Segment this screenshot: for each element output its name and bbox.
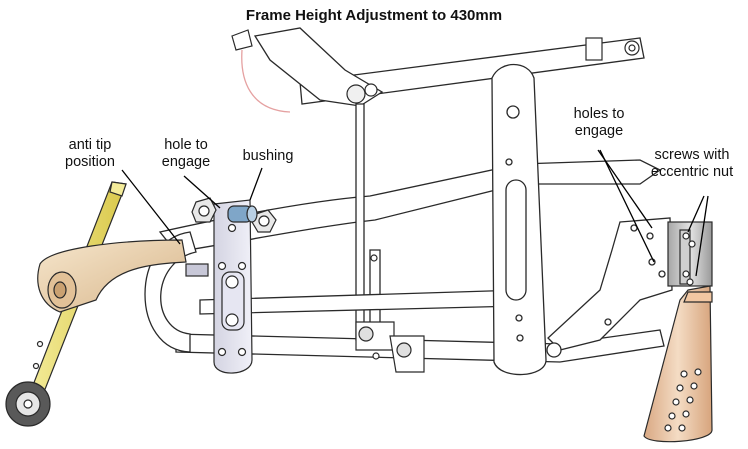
label-anti-tip: anti tip position bbox=[52, 137, 128, 171]
label-bushing: bushing bbox=[242, 148, 294, 164]
label-holes-to-engage: holes to engage bbox=[562, 106, 636, 140]
label-anti-tip-line1: anti tip bbox=[68, 137, 112, 153]
center-plate bbox=[491, 64, 547, 376]
anti-tip-assembly bbox=[5, 181, 187, 427]
label-screws-line1: screws with bbox=[654, 147, 730, 163]
label-holes-line1: holes to bbox=[573, 106, 625, 122]
label-hole-line2: engage bbox=[161, 154, 211, 170]
diagram-title: Frame Height Adjustment to 430mm bbox=[245, 7, 503, 24]
front-bracket bbox=[185, 197, 277, 374]
lower-clamp-block bbox=[355, 254, 425, 373]
label-holes-line2: engage bbox=[574, 123, 624, 139]
footplate bbox=[643, 285, 713, 443]
label-anti-tip-line2: position bbox=[65, 154, 115, 170]
label-screws-line2: eccentric nut bbox=[650, 164, 734, 180]
leader-lines bbox=[121, 149, 709, 277]
label-hole-to-engage: hole to engage bbox=[150, 137, 222, 171]
cable bbox=[241, 49, 291, 113]
footrest-clamp bbox=[667, 221, 713, 287]
label-hole-line1: hole to bbox=[164, 137, 208, 153]
label-screws-eccentric-nut: screws with eccentric nut bbox=[640, 147, 744, 181]
top-hinges bbox=[231, 29, 640, 104]
